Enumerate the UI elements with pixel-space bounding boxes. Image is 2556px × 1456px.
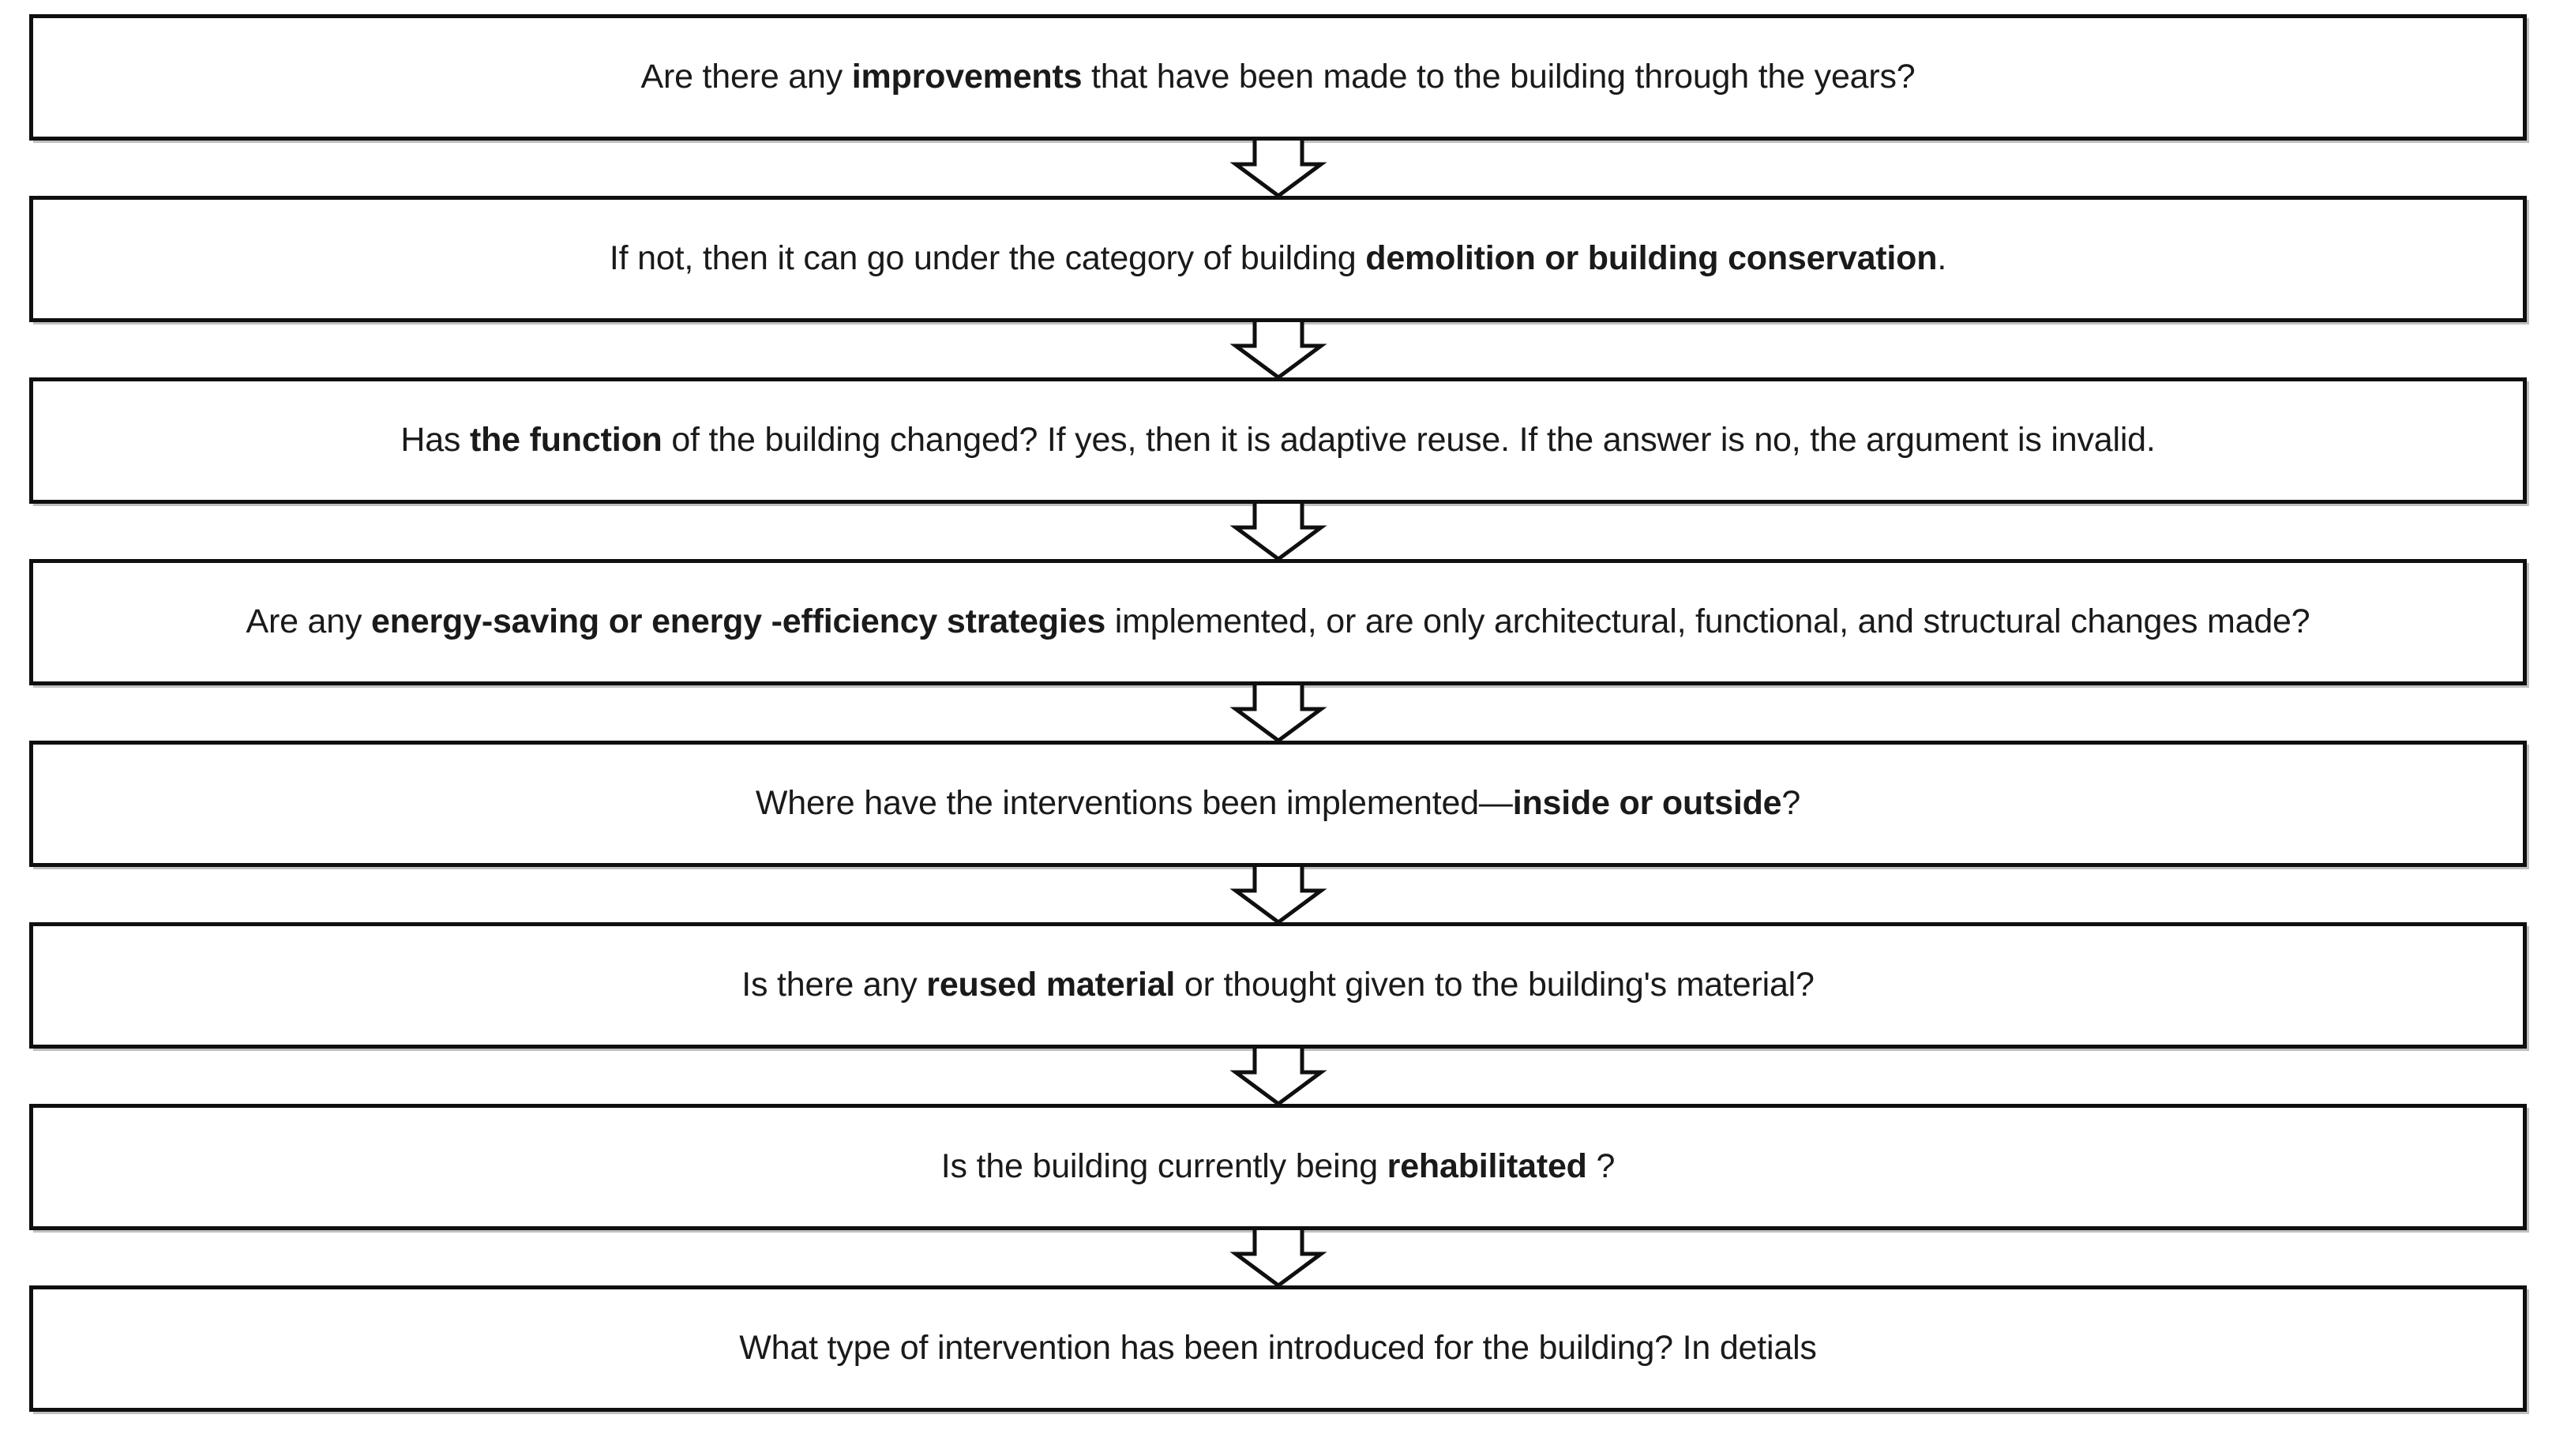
flow-node-label: Are any energy-saving or energy -efficie…	[231, 602, 2324, 641]
down-arrow-icon	[1229, 322, 1327, 377]
plain-text: ?	[1586, 1147, 1616, 1186]
emphasis-text: energy-saving or energy -efficiency stra…	[371, 602, 1106, 641]
down-arrow-icon	[1229, 141, 1327, 196]
emphasis-text: demolition or building conservation	[1365, 239, 1938, 278]
plain-text: Is there any	[741, 966, 927, 1004]
plain-text: Are any	[246, 602, 372, 641]
down-arrow-icon	[1229, 1049, 1327, 1104]
plain-text: If not, then it can go under the categor…	[609, 239, 1366, 278]
flow-node-4: Are any energy-saving or energy -efficie…	[29, 559, 2527, 685]
flow-node-3: Has the function of the building changed…	[29, 377, 2527, 504]
plain-text: Where have the interventions been implem…	[755, 784, 1513, 823]
emphasis-text: inside or outside	[1512, 784, 1782, 823]
plain-text: of the building changed? If yes, then it…	[662, 421, 2156, 460]
flow-node-5: Where have the interventions been implem…	[29, 741, 2527, 867]
flow-node-6: Is there any reused material or thought …	[29, 922, 2527, 1049]
plain-text: Has	[400, 421, 470, 460]
plain-text: What type of intervention has been intro…	[739, 1329, 1817, 1368]
emphasis-text: the function	[469, 421, 662, 460]
plain-text: .	[1937, 239, 1947, 278]
flow-node-label: If not, then it can go under the categor…	[595, 239, 1961, 278]
down-arrow-icon	[1229, 867, 1327, 922]
flow-node-label: Is the building currently being rehabili…	[927, 1147, 1629, 1186]
plain-text: Is the building currently being	[940, 1147, 1387, 1186]
flow-node-1: Are there any improvements that have bee…	[29, 14, 2527, 141]
plain-text: Are there any	[640, 58, 852, 96]
flow-node-7: Is the building currently being rehabili…	[29, 1104, 2527, 1230]
connector-2-3	[29, 322, 2527, 377]
plain-text: that have been made to the building thro…	[1082, 58, 1916, 96]
plain-text: implemented, or are only architectural, …	[1105, 602, 2310, 641]
plain-text: or thought given to the building's mater…	[1175, 966, 1815, 1004]
flow-node-label: Are there any improvements that have bee…	[626, 58, 1929, 96]
connector-4-5	[29, 685, 2527, 741]
plain-text: ?	[1781, 784, 1801, 823]
flow-node-label: What type of intervention has been intro…	[725, 1329, 1830, 1368]
emphasis-text: rehabilitated	[1387, 1147, 1587, 1186]
down-arrow-icon	[1229, 685, 1327, 741]
connector-5-6	[29, 867, 2527, 922]
connector-3-4	[29, 504, 2527, 559]
flow-node-label: Has the function of the building changed…	[386, 421, 2169, 460]
flow-node-8: What type of intervention has been intro…	[29, 1285, 2527, 1412]
flow-node-label: Is there any reused material or thought …	[727, 966, 1828, 1004]
flowchart-node-stack: Are there any improvements that have bee…	[29, 14, 2527, 1412]
flow-node-2: If not, then it can go under the categor…	[29, 196, 2527, 322]
emphasis-text: reused material	[926, 966, 1176, 1004]
down-arrow-icon	[1229, 1230, 1327, 1285]
down-arrow-icon	[1229, 504, 1327, 559]
connector-6-7	[29, 1049, 2527, 1104]
connector-1-2	[29, 141, 2527, 196]
connector-7-8	[29, 1230, 2527, 1285]
flow-node-label: Where have the interventions been implem…	[741, 784, 1815, 823]
emphasis-text: improvements	[851, 58, 1083, 96]
